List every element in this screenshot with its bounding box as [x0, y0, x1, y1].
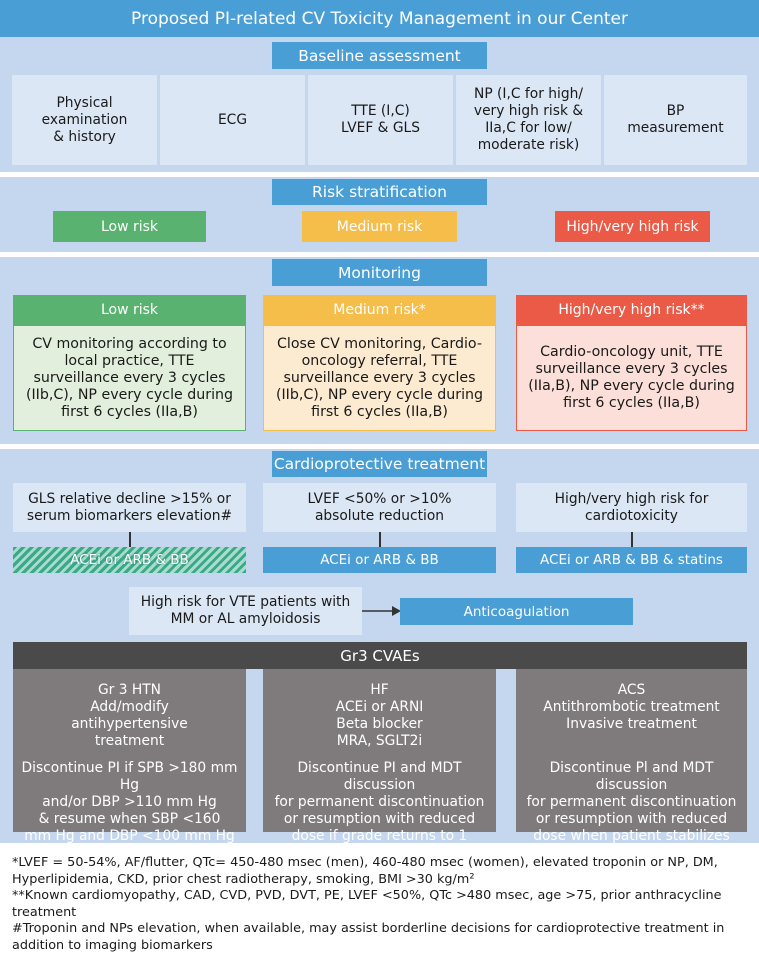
monitoring-high-body: Cardio-oncology unit, TTE surveillance e… [516, 325, 747, 431]
anticoagulation-box: Anticoagulation [400, 598, 633, 625]
treatment-hatched: ACEi or ARB & BB [13, 547, 246, 573]
cvae-htn-box: Gr 3 HTN Add/modify antihypertensive tre… [13, 669, 246, 844]
monitoring-title: Monitoring [272, 259, 487, 286]
baseline-item-ecg: ECG [160, 75, 305, 165]
baseline-item-np: NP (I,C for high/ very high risk & IIa,C… [456, 75, 601, 165]
cvaes-title: Gr3 CVAEs [13, 642, 747, 669]
cvae-hf-box: HF ACEi or ARNI Beta blocker MRA, SGLT2i… [263, 669, 496, 844]
monitoring-medium-body: Close CV monitoring, Cardio-oncology ref… [263, 325, 496, 431]
footnote-medium: *LVEF = 50-54%, AF/flutter, QTc= 450-480… [12, 855, 718, 887]
baseline-item-physical: Physical examination & history [12, 75, 157, 165]
trigger-high-risk: High/very high risk for cardiotoxicity [516, 483, 747, 532]
page-title: Proposed PI-related CV Toxicity Manageme… [0, 0, 759, 37]
arrow-right-icon [362, 606, 401, 616]
vte-box: High risk for VTE patients with MM or AL… [129, 587, 362, 635]
trigger-lvef: LVEF <50% or >10% absolute reduction [263, 483, 496, 532]
treatment-high-risk: ACEi or ARB & BB & statins [516, 547, 747, 573]
connector-2 [379, 532, 381, 547]
connector-3 [631, 532, 633, 547]
monitoring-medium-header: Medium risk* [263, 295, 496, 325]
cvae-acs-box: ACS Antithrombotic treatment Invasive tr… [516, 669, 747, 844]
footnotes: *LVEF = 50-54%, AF/flutter, QTc= 450-480… [12, 855, 749, 955]
monitoring-high-header: High/very high risk** [516, 295, 747, 325]
baseline-item-bp: BP measurement [604, 75, 747, 165]
footnote-hash: #Troponin and NPs elevation, when availa… [12, 921, 725, 953]
baseline-title: Baseline assessment [272, 42, 487, 69]
page-title-text: Proposed PI-related CV Toxicity Manageme… [131, 8, 628, 29]
connector-1 [129, 532, 131, 547]
trigger-gls: GLS relative decline >15% or serum bioma… [13, 483, 246, 532]
footnote-high: **Known cardiomyopathy, CAD, CVD, PVD, D… [12, 888, 722, 920]
risk-medium: Medium risk [302, 211, 457, 242]
baseline-item-tte: TTE (I,C) LVEF & GLS [308, 75, 453, 165]
cardioprotective-title: Cardioprotective treatment [272, 451, 487, 477]
risk-high: High/very high risk [555, 211, 710, 242]
monitoring-low-header: Low risk [13, 295, 246, 325]
treatment-lvef: ACEi or ARB & BB [263, 547, 496, 573]
risk-low: Low risk [53, 211, 206, 242]
risk-title: Risk stratification [272, 179, 487, 205]
monitoring-low-body: CV monitoring according to local practic… [13, 325, 246, 431]
